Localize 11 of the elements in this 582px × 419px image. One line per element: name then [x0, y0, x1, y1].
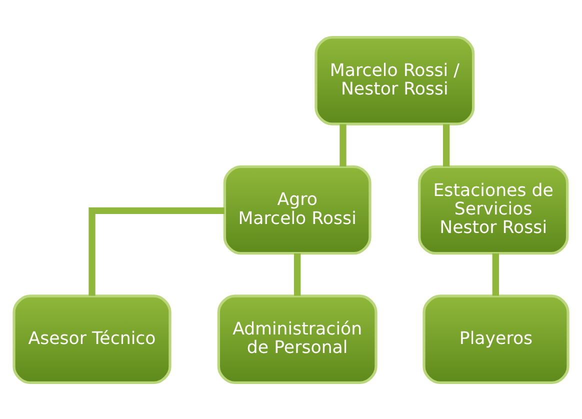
connector [443, 124, 450, 166]
node-box: Marcelo Rossi / Nestor Rossi [314, 36, 475, 125]
connector [294, 252, 301, 296]
node-box: Playeros [422, 294, 570, 384]
connector [492, 252, 499, 296]
node-box: Administración de Personal [217, 294, 378, 384]
connector [88, 206, 224, 296]
node-box: Asesor Técnico [12, 294, 172, 384]
node-box: Agro Marcelo Rossi [223, 164, 372, 254]
connector [340, 124, 346, 166]
node-box: Estaciones de Servicios Nestor Rossi [418, 164, 569, 254]
